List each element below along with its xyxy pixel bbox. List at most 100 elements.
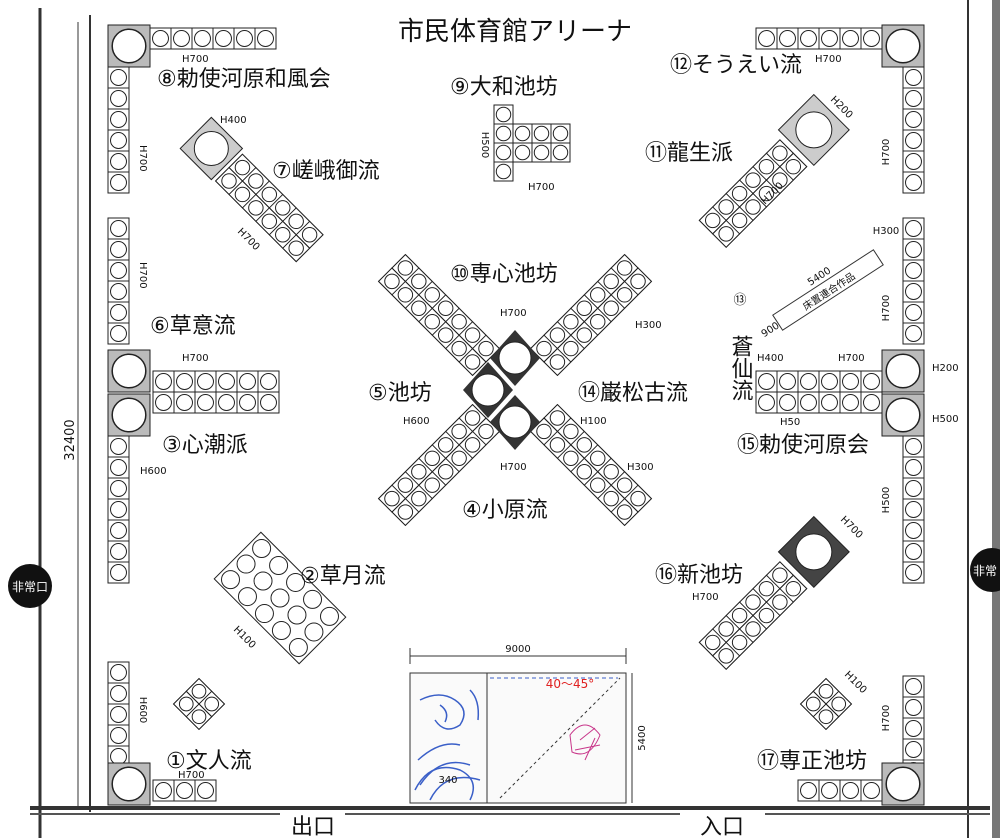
vase-circle [785, 158, 802, 175]
vase-circle [842, 373, 859, 390]
vase-circle [758, 580, 775, 597]
h-label: H700 [500, 308, 527, 319]
row-1-b [172, 690, 213, 731]
vase-circle [758, 158, 775, 175]
school-label-2: ②草月流 [300, 564, 386, 589]
vase-circle [718, 199, 734, 215]
vase-circle [800, 30, 817, 47]
vase-circle [451, 450, 467, 467]
vase-circle [218, 373, 235, 390]
row-17-b [799, 690, 840, 731]
display-16 [698, 515, 850, 671]
h-label: H400 [220, 115, 247, 126]
school-label-9: ⑨大和池坊 [450, 75, 558, 100]
school-num-13: ⑬ [733, 293, 746, 308]
arm-10-b [391, 253, 501, 363]
vase-circle [905, 304, 922, 321]
emergency-exit-left[interactable]: 非常口 [8, 564, 52, 608]
vase-circle [905, 90, 922, 107]
vase-circle [464, 354, 481, 370]
joint-work: 床置連合作品 5400 900 [760, 249, 884, 340]
vase-circle [563, 313, 579, 330]
vase-circle [110, 459, 127, 476]
vase-circle [411, 273, 427, 290]
vase-circle [563, 340, 579, 357]
vase-circle [576, 327, 593, 343]
vase-circle [437, 437, 454, 453]
corner-top-right [881, 24, 925, 68]
corner-13 [881, 349, 925, 393]
vase-circle [451, 313, 467, 330]
h-label: H700 [838, 353, 865, 364]
vase-circle [248, 200, 264, 216]
vase-circle [424, 477, 440, 493]
row-8-side [107, 66, 130, 194]
h-label: H500 [479, 132, 490, 159]
vase-circle [745, 621, 761, 637]
school-label-1: ①文人流 [166, 749, 252, 774]
vase-circle [576, 464, 593, 480]
vase-circle [905, 543, 922, 560]
exit-label[interactable]: 出口 [291, 815, 335, 838]
vase-circle [110, 90, 127, 107]
vase-circle [288, 213, 304, 230]
vase-circle [758, 30, 775, 47]
vase-circle [173, 30, 190, 47]
center-diamonds [463, 330, 540, 450]
row-9-b [512, 123, 571, 144]
row-1-bottom [152, 779, 217, 802]
vase-circle [424, 450, 440, 467]
vase-circle [863, 394, 880, 411]
vase-circle [533, 144, 550, 161]
vase-circle [772, 172, 788, 188]
entrance-label[interactable]: 入口 [700, 815, 744, 838]
vase-circle [718, 648, 734, 664]
vase-circle [905, 153, 922, 170]
emergency-exit-right[interactable]: 非常 [970, 548, 1000, 592]
vase-circle [437, 327, 454, 343]
vase-circle [821, 394, 838, 411]
vase-circle [110, 283, 127, 300]
vase-circle [549, 410, 566, 426]
vase-circle [603, 300, 619, 316]
vase-circle [261, 186, 278, 203]
row-13-top [755, 370, 883, 393]
joint-work-height: H300 [873, 226, 900, 237]
vase-circle [533, 125, 550, 142]
school-label-5: ⑤池坊 [368, 381, 432, 406]
vase-circle [191, 683, 207, 699]
row-17-bottom [797, 779, 883, 802]
row-7-a [228, 153, 324, 249]
vase-circle [800, 782, 817, 799]
row-9-c [512, 142, 571, 163]
vase-circle [260, 394, 277, 411]
vase-circle [772, 594, 788, 610]
school-label-11: ⑪龍生派 [645, 141, 733, 166]
vase-circle [215, 30, 232, 47]
stage-height-label: 5400 [637, 725, 648, 750]
vase-circle [863, 30, 880, 47]
vase-circle [176, 782, 193, 799]
h-label: H100 [580, 416, 607, 427]
row-8-top [149, 27, 277, 50]
vase-circle [191, 709, 207, 725]
vase-circle [495, 163, 512, 180]
vase-circle [275, 227, 291, 243]
vase-circle [758, 185, 775, 202]
vase-circle [552, 144, 569, 161]
vase-circle [905, 325, 922, 342]
corner-1 [107, 762, 151, 806]
corner-3 [107, 393, 151, 437]
school-label-6: ⑥草意流 [150, 314, 236, 339]
stage-drawing-pink [569, 724, 601, 761]
vase-circle [603, 464, 619, 480]
vase-circle [549, 437, 566, 453]
vase-circle [411, 300, 427, 316]
vase-circle [731, 185, 748, 202]
school-label-15: ⑮勅使河原会 [737, 433, 869, 458]
h-label: H700 [881, 705, 892, 732]
vase-circle [424, 313, 440, 330]
vase-circle [705, 634, 721, 651]
vase-circle [800, 394, 817, 411]
vase-circle [800, 373, 817, 390]
